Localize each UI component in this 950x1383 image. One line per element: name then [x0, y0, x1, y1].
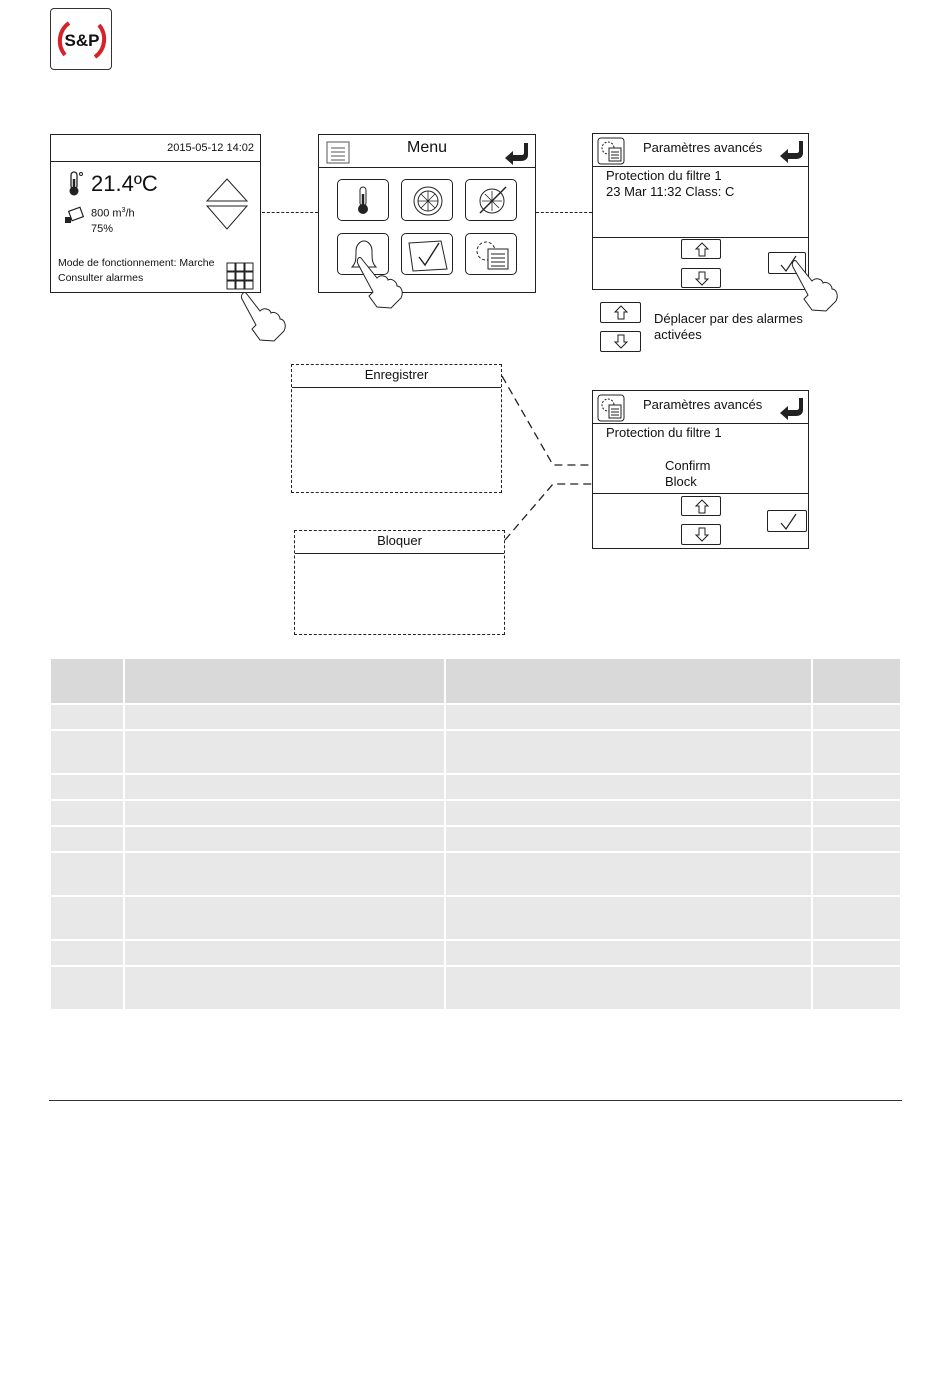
datetime: 2015-05-12 14:02 — [167, 142, 254, 154]
table-row — [49, 965, 902, 1011]
settings-list-icon[interactable] — [597, 137, 625, 165]
menu-grid-icon[interactable] — [226, 262, 256, 290]
footer-divider — [49, 1100, 902, 1101]
confirm-option[interactable]: Confirm — [665, 458, 711, 473]
table-row — [49, 895, 902, 941]
table-cell — [811, 657, 902, 705]
alarm-details: 23 Mar 11:32 Class: C — [606, 184, 735, 199]
settings-menu-button[interactable] — [465, 233, 517, 275]
arrow-down-icon — [613, 334, 629, 349]
up-down-arrows-icon[interactable] — [205, 177, 249, 237]
fan-icon — [413, 186, 443, 216]
bell-icon — [350, 240, 378, 268]
connector-lines — [501, 375, 660, 541]
legend-down-button — [600, 331, 641, 352]
register-box: Enregistrer — [291, 364, 502, 493]
block-box-title: Bloquer — [295, 531, 504, 554]
settings-list-icon — [476, 241, 509, 270]
scroll-up-button[interactable] — [681, 496, 721, 516]
home-screen: 2015-05-12 14:02 21.4ºC 800 m3/h 75% Mod… — [50, 134, 261, 293]
table-cell — [49, 657, 125, 705]
alarm-name: Protection du filtre 1 — [606, 168, 722, 183]
register-box-title: Enregistrer — [292, 365, 501, 388]
checkmark-icon — [780, 513, 797, 531]
temperature-value: 21.4ºC — [91, 171, 158, 196]
percentage-value: 75% — [91, 223, 114, 235]
arrow-up-icon — [694, 242, 710, 257]
hand-pointer-icon — [791, 260, 838, 312]
table-header-row — [49, 657, 902, 705]
block-box: Bloquer — [294, 530, 505, 635]
fan-menu-button[interactable] — [401, 179, 453, 221]
fan-off-menu-button[interactable] — [465, 179, 517, 221]
arrow-down-icon — [694, 271, 710, 286]
table-cell — [122, 657, 447, 705]
arrow-up-icon — [694, 499, 710, 514]
fan-off-icon — [479, 186, 507, 214]
view-alarms-link[interactable]: Consulter alarmes — [58, 272, 144, 284]
logo-text: S&P — [65, 31, 100, 50]
fan-unit-icon — [65, 206, 85, 223]
settings-list-icon[interactable] — [597, 394, 625, 422]
checklist-icon — [408, 240, 448, 272]
checklist-menu-button[interactable] — [401, 233, 453, 275]
logo-mark-icon: S&P — [57, 21, 107, 59]
confirm-check-button[interactable] — [767, 510, 807, 532]
table-row — [49, 939, 902, 967]
checkmark-icon — [780, 255, 797, 273]
airflow-value: 800 m3/h — [91, 207, 135, 220]
screen-title: Paramètres avancés — [643, 140, 763, 155]
alarm-screen: Paramètres avancés Protection du filtre … — [592, 133, 809, 290]
table-row — [49, 851, 902, 897]
scroll-up-button[interactable] — [681, 239, 721, 259]
thermometer-icon — [69, 171, 83, 196]
arrow-up-icon — [613, 305, 629, 320]
arrow-down-icon — [694, 527, 710, 542]
scroll-down-button[interactable] — [681, 524, 721, 545]
hand-pointer-icon — [241, 292, 286, 342]
temperature-menu-button[interactable] — [337, 179, 389, 221]
table-row — [49, 799, 902, 827]
table-row — [49, 729, 902, 775]
hamburger-menu-icon[interactable] — [326, 141, 352, 165]
table-row — [49, 773, 902, 801]
operating-mode: Mode de fonctionnement: Marche — [58, 257, 215, 269]
back-arrow-icon[interactable] — [779, 396, 807, 420]
screen-title: Paramètres avancés — [643, 397, 763, 412]
confirm-screen: Paramètres avancés Protection du filtre … — [592, 390, 809, 549]
brand-logo: S&P — [50, 8, 112, 70]
hand-pointer-icon — [356, 257, 403, 309]
legend-text-line2: activées — [654, 327, 702, 342]
back-arrow-icon[interactable] — [504, 141, 532, 165]
back-arrow-icon[interactable] — [779, 139, 807, 163]
alarm-name: Protection du filtre 1 — [606, 425, 722, 440]
block-option[interactable]: Block — [665, 474, 697, 489]
legend-text-line1: Déplacer par des alarmes — [654, 311, 803, 326]
menu-screen: Menu — [318, 134, 536, 293]
legend-up-button — [600, 302, 641, 323]
table-row — [49, 825, 902, 853]
alarms-menu-button[interactable] — [337, 233, 389, 275]
table-cell — [444, 657, 814, 705]
scroll-down-button[interactable] — [681, 268, 721, 288]
thermometer-icon — [358, 186, 368, 214]
table-row — [49, 703, 902, 731]
alarm-table — [49, 657, 902, 1011]
menu-title: Menu — [406, 139, 448, 156]
